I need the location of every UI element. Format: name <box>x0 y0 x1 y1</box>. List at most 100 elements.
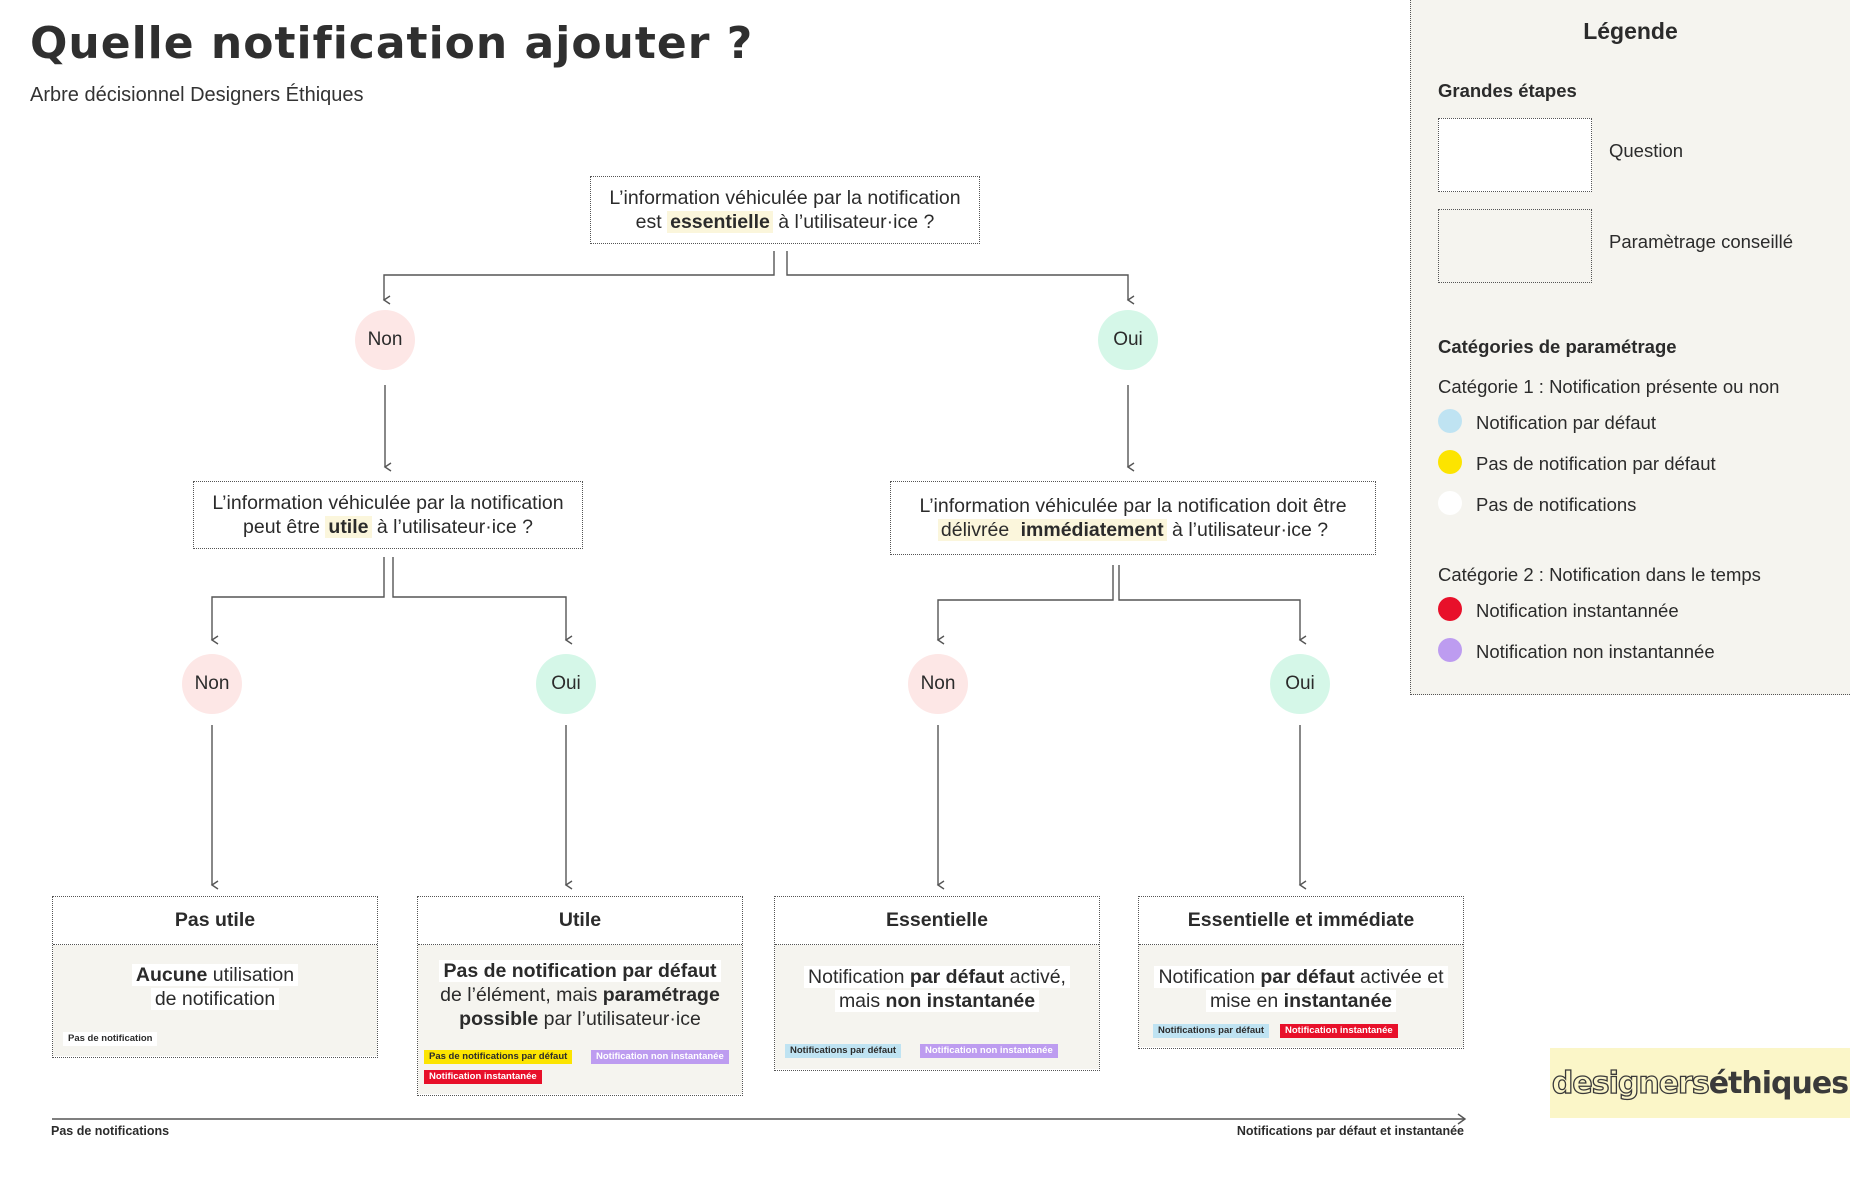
answer-oui: Oui <box>1098 310 1158 370</box>
result-body: Notification par défaut activé, mais non… <box>775 945 1099 1069</box>
result-text-part: mais <box>838 990 886 1012</box>
legend-cat1-title: Catégorie 1 : Notification présente ou n… <box>1438 376 1780 397</box>
axis-right-label: Notifications par défaut et instantanée <box>1236 1124 1464 1138</box>
legend-panel: Légende Grandes étapes Question Paramètr… <box>1410 0 1850 695</box>
result-text-part: activé, <box>1004 966 1066 988</box>
result-essentielle-immediate: Essentielle et immédiate Notification pa… <box>1138 896 1464 1049</box>
result-text-part: mise en <box>1209 990 1284 1012</box>
question-keyword: essentielle <box>667 211 773 233</box>
result-text-part: Notification <box>808 966 910 988</box>
result-essentielle: Essentielle Notification par défaut acti… <box>774 896 1100 1071</box>
legend-item: Notification non instantannée <box>1476 641 1715 662</box>
result-title: Essentielle et immédiate <box>1139 897 1463 945</box>
question-text: à l’utilisateur·ice ? <box>371 516 533 538</box>
question-keyword: immédiatement <box>1017 519 1167 541</box>
legend-question-label: Question <box>1609 140 1684 161</box>
legend-categories-heading: Catégories de paramétrage <box>1438 336 1677 357</box>
result-text-bold: Aucune <box>135 964 208 986</box>
question-useful: L’information véhiculée par la notificat… <box>193 481 583 549</box>
result-text-part: de l’élément, mais <box>440 984 603 1006</box>
tag-instant: Notification instantanée <box>424 1070 542 1084</box>
legend-steps-heading: Grandes étapes <box>1438 80 1577 101</box>
question-text: est <box>635 211 668 233</box>
connector-q1-oui <box>786 251 1135 305</box>
connector-q3-non <box>936 565 1114 645</box>
answer-oui: Oui <box>1270 654 1330 714</box>
legend-dot-no-default <box>1438 450 1462 474</box>
connector-q2-oui <box>392 557 573 645</box>
tag-instant: Notification instantanée <box>1280 1024 1398 1038</box>
result-text: Notification par défaut activé, mais non… <box>775 965 1099 1013</box>
question-line: L’information véhiculée par la notificat… <box>212 492 564 514</box>
result-title: Utile <box>418 897 742 945</box>
result-title: Essentielle <box>775 897 1099 945</box>
connector-q3-oui <box>1118 565 1307 645</box>
legend-dot-instant <box>1438 597 1462 621</box>
question-text: à l’utilisateur·ice ? <box>1166 519 1329 541</box>
result-text: Notification par défaut activée et mise … <box>1139 965 1463 1013</box>
answer-non: Non <box>182 654 242 714</box>
result-text-bold: instantanée <box>1283 990 1393 1012</box>
legend-setting-swatch <box>1438 209 1592 283</box>
result-text: Aucune utilisation de notification <box>53 963 377 1011</box>
question-essential: L’information véhiculée par la notificat… <box>590 176 980 244</box>
legend-cat2-title: Catégorie 2 : Notification dans le temps <box>1438 564 1761 585</box>
result-utile: Utile Pas de notification par défaut de … <box>417 896 743 1096</box>
tag-non-instant: Notification non instantanée <box>591 1050 729 1064</box>
question-line: peut être utile à l’utilisateur·ice ? <box>202 515 574 539</box>
result-text-bold: non instantanée <box>885 990 1036 1012</box>
tag-non-instant: Notification non instantanée <box>920 1044 1058 1058</box>
result-body: Notification par défaut activée et mise … <box>1139 945 1463 1047</box>
result-text-bold: possible <box>459 1008 539 1030</box>
question-keyword: utile <box>325 516 372 538</box>
axis-left-label: Pas de notifications <box>51 1124 170 1138</box>
tag-no-notification: Pas de notification <box>63 1032 158 1046</box>
answer-non: Non <box>908 654 968 714</box>
question-text: peut être <box>243 516 326 538</box>
question-line: L’information véhiculée par la notificat… <box>919 495 1347 517</box>
legend-title: Légende <box>1583 18 1678 44</box>
brand-logo-part: éthiques <box>1708 1065 1849 1101</box>
result-text-part: de notification <box>150 988 280 1010</box>
legend-dot-default <box>1438 409 1462 433</box>
result-text-bold: paramétrage <box>602 984 720 1006</box>
question-immediate: L’information véhiculée par la notificat… <box>890 481 1376 555</box>
result-body: Pas de notification par défaut de l’élém… <box>418 945 742 1094</box>
result-text-part: par l’utilisateur·ice <box>538 1008 701 1030</box>
result-body: Aucune utilisation de notification Pas d… <box>53 945 377 1056</box>
legend-item: Pas de notifications <box>1476 494 1637 515</box>
legend-item: Pas de notification par défaut <box>1476 453 1716 474</box>
connector-q1-non <box>382 251 775 305</box>
brand-logo-part: designers <box>1551 1065 1710 1101</box>
question-text: délivrée <box>937 519 1018 541</box>
legend-item: Notification par défaut <box>1476 412 1656 433</box>
legend-setting-label: Paramètrage conseillé <box>1609 231 1794 252</box>
tag-default: Notifications par défaut <box>1153 1024 1270 1038</box>
legend-dot-none <box>1438 491 1462 515</box>
question-line: est essentielle à l’utilisateur·ice ? <box>599 210 971 234</box>
tag-no-default: Pas de notifications par défaut <box>424 1050 573 1064</box>
result-text: Pas de notification par défaut de l’élém… <box>418 959 742 1031</box>
result-text-part: utilisation <box>207 964 295 986</box>
result-text-bold: par défaut <box>909 966 1005 988</box>
question-line: délivrée immédiatement à l’utilisateur·i… <box>899 518 1367 542</box>
answer-oui: Oui <box>536 654 596 714</box>
result-text-part: activée et <box>1354 966 1444 988</box>
page-title: Quelle notification ajouter ? <box>30 18 754 69</box>
legend-dot-non-instant <box>1438 638 1462 662</box>
result-text-bold: par défaut <box>1260 966 1355 988</box>
page-subtitle: Arbre décisionnel Designers Éthiques <box>30 84 364 106</box>
question-line: L’information véhiculée par la notificat… <box>609 187 961 209</box>
result-text-part: Notification <box>1158 966 1261 988</box>
tag-default: Notifications par défaut <box>785 1044 902 1058</box>
result-text-bold: Pas de notification par défaut <box>443 960 717 982</box>
result-pas-utile: Pas utile Aucune utilisation de notifica… <box>52 896 378 1058</box>
answer-non: Non <box>355 310 415 370</box>
legend-item: Notification instantannée <box>1476 600 1679 621</box>
connector-q2-non <box>210 557 385 645</box>
legend-question-swatch <box>1438 118 1592 192</box>
question-text: à l’utilisateur·ice ? <box>772 211 935 233</box>
result-title: Pas utile <box>53 897 377 945</box>
